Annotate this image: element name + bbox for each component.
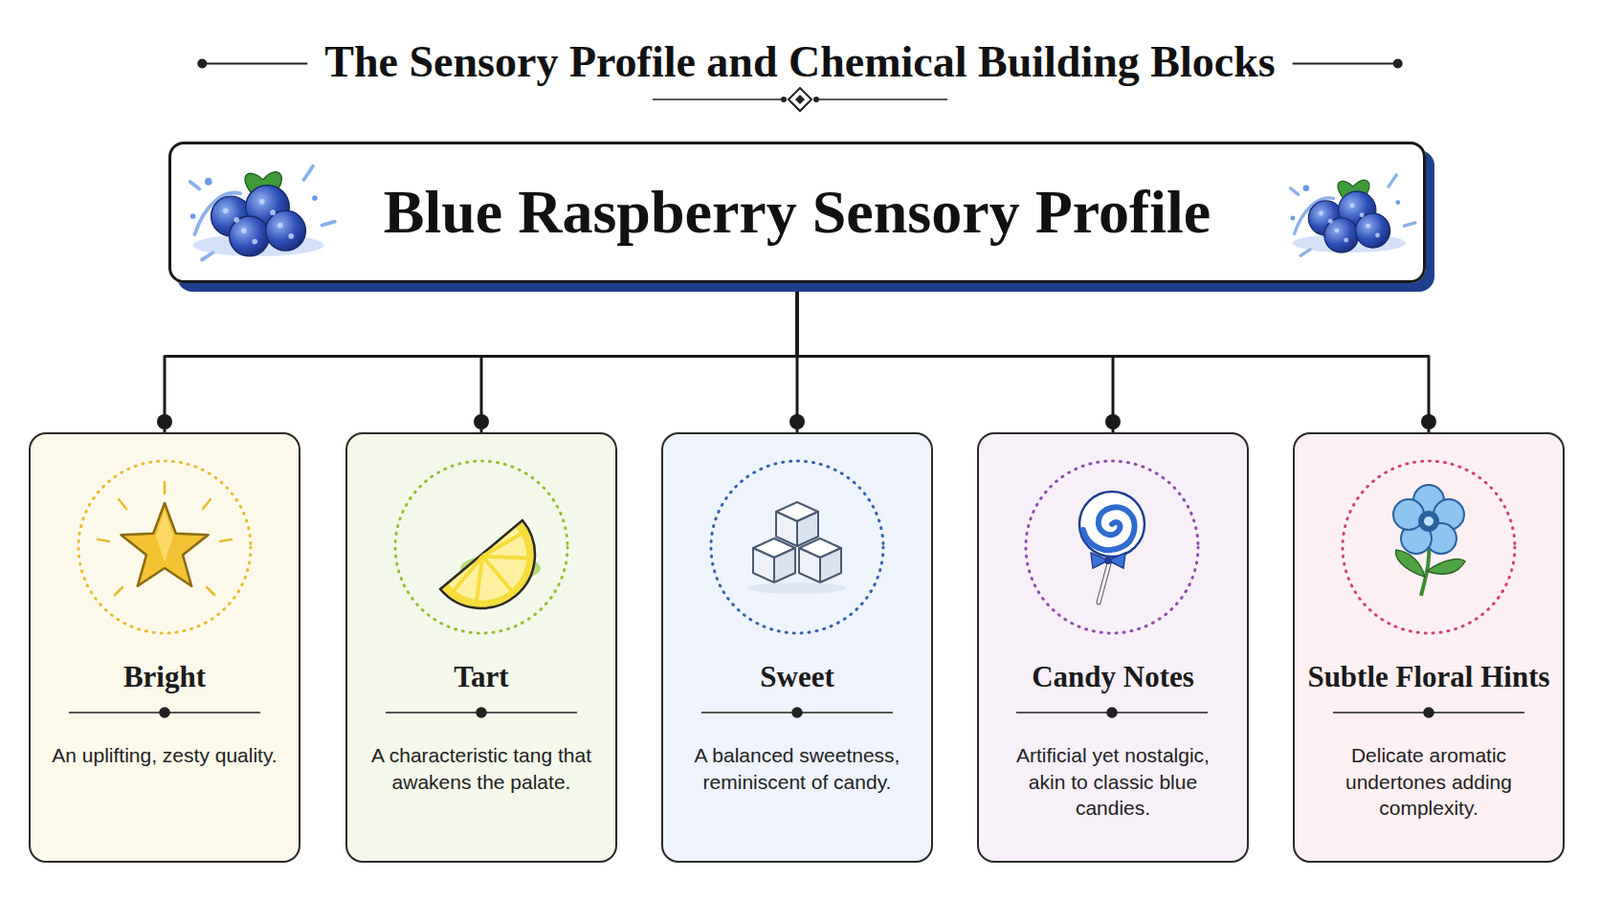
diagram-title: The Sensory Profile and Chemical Buildin… [324,37,1275,87]
card-description: Delicate aromatic undertones adding comp… [1311,742,1546,823]
root-box: Blue Raspberry Sensory Profile [168,141,1426,284]
profile-card: Bright An uplifting, zesty quality. [28,432,301,864]
profile-card: Tart A characteristic tang that awakens t… [345,432,618,864]
connector-dot [1421,414,1437,430]
root-heading: Blue Raspberry Sensory Profile [383,177,1212,248]
connector-dot [156,414,173,430]
flower-icon [1393,485,1466,597]
connector-line [164,283,798,433]
card-description: Artificial yet nostalgic, akin to classi… [996,742,1230,823]
profile-card: Sweet A balanced sweetness, reminiscent o… [661,432,934,864]
star-icon [97,482,232,596]
card-heading: Subtle Floral Hints [1302,661,1556,694]
title-rule [1292,63,1399,66]
title-rule-dot [1393,59,1403,69]
ornament-dot [813,96,820,103]
connector [156,283,798,433]
connector [797,283,1437,433]
connector [473,283,798,433]
card-heading: Tart [355,661,608,694]
connector [797,283,1121,433]
sugar-cubes-icon [747,502,847,595]
card-heading: Sweet [670,661,924,694]
ornament-dot [780,96,787,103]
lemon-icon [440,520,557,631]
profile-card: Subtle Floral HintsDelicate aromatic und… [1292,432,1565,864]
title-rule [201,63,308,66]
card-heading: Candy Notes [986,661,1240,694]
lollipop-icon [1079,491,1145,603]
ornament-rule [652,98,781,101]
title-rule-dot [197,59,207,69]
card-description: An uplifting, zesty quality. [47,742,282,770]
connector-dot [1105,414,1121,430]
connector-dot [789,414,805,430]
profile-card: Candy NotesArtificial yet nostalgic, aki… [977,432,1249,864]
connector-line [481,283,798,433]
card-heading: Bright [38,661,291,694]
connector-dot [473,414,489,430]
ornament-rule [819,98,948,101]
ornament-diamond [788,88,812,112]
card-description: A characteristic tang that awakens the p… [364,742,599,796]
card-description: A balanced sweetness, reminiscent of can… [680,742,914,796]
connector-line [797,283,1113,433]
ornament-diamond [795,94,805,105]
title-row: The Sensory Profile and Chemical Buildin… [0,36,1600,88]
connector-line [797,283,1429,433]
